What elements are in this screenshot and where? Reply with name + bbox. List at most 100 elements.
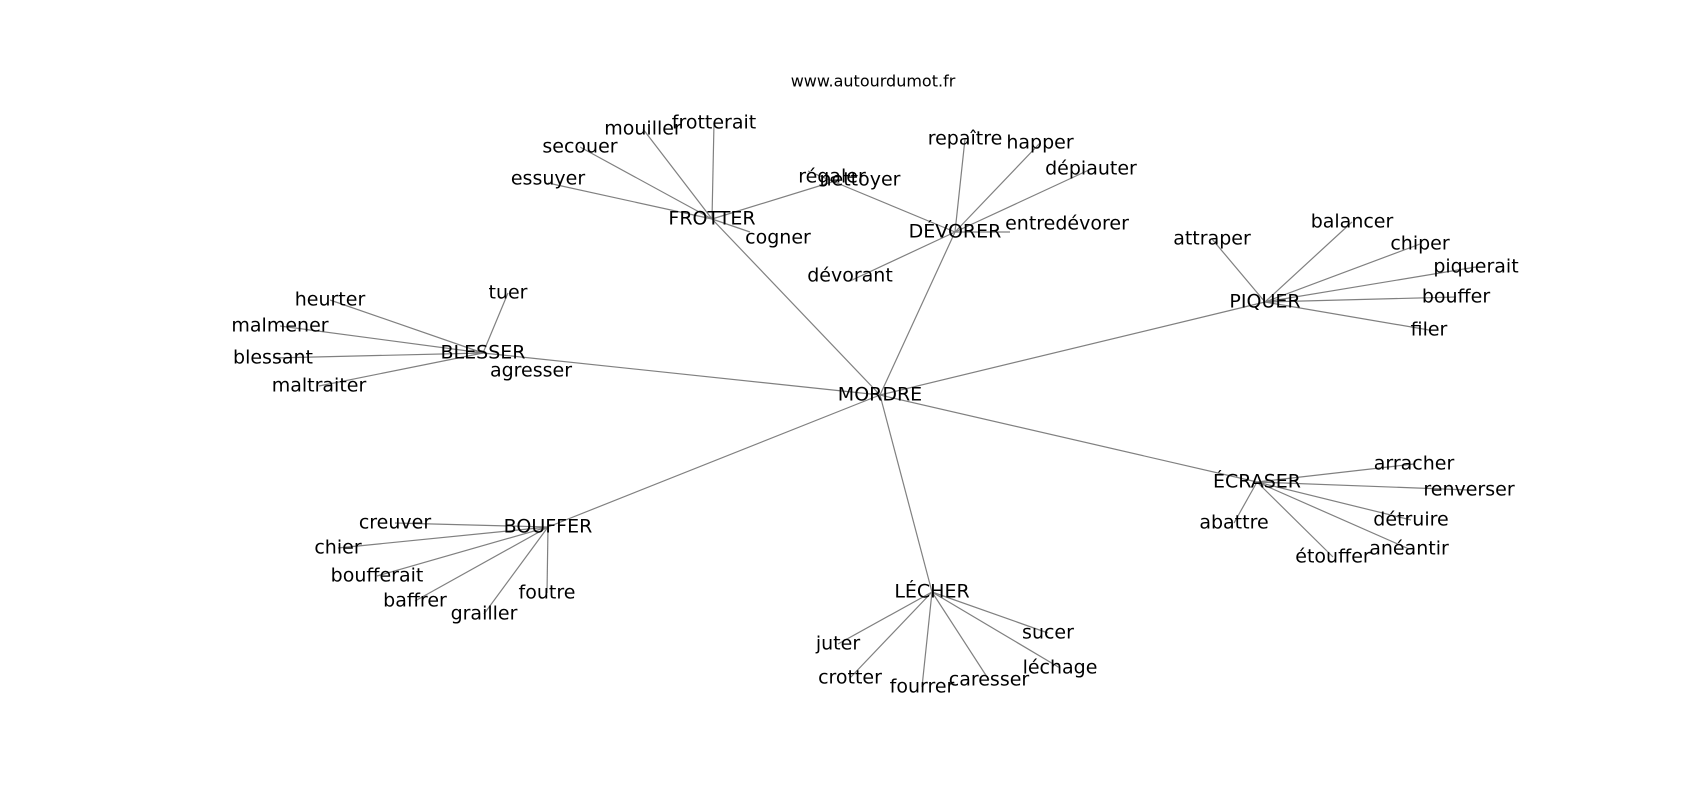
- edge-piquer-leaf-2: [1264, 243, 1421, 303]
- edge-piquer-leaf-0: [1211, 238, 1266, 303]
- leaf-node-piquer-0: attraper: [1173, 228, 1251, 250]
- edges-layer: [272, 122, 1477, 688]
- edge-piquer-leaf-1: [1264, 221, 1353, 303]
- leaf-node-ecraser-2: détruire: [1373, 509, 1448, 531]
- edge-blesser-leaf-4: [318, 352, 484, 387]
- leaf-node-bouffer-4: grailler: [451, 603, 518, 625]
- hub-node-blesser: BLESSER: [441, 342, 526, 364]
- source-url: www.autourdumot.fr: [791, 72, 956, 91]
- leaf-node-lecher-1: léchage: [1023, 657, 1098, 679]
- edge-frotter-leaf-1: [642, 128, 713, 220]
- leaf-node-lecher-4: crotter: [818, 667, 882, 689]
- leaf-node-bouffer-3: baffrer: [383, 590, 447, 612]
- leaf-node-frotter-4: régaler: [798, 166, 866, 188]
- leaf-node-blesser-3: blessant: [233, 347, 313, 369]
- edge-devorer-leaf-1: [954, 142, 1041, 233]
- edge-ecraser-leaf-0: [1256, 463, 1415, 483]
- edge-lecher-leaf-2: [931, 591, 990, 681]
- leaf-node-blesser-1: heurter: [295, 289, 366, 311]
- edge-lecher-leaf-3: [921, 591, 933, 688]
- edge-center-devorer: [879, 231, 956, 396]
- leaf-node-frotter-2: secouer: [542, 136, 617, 158]
- edge-bouffer-leaf-3: [414, 526, 549, 602]
- edge-frotter-leaf-0: [711, 122, 715, 220]
- edge-ecraser-leaf-2: [1256, 481, 1412, 521]
- edge-blesser-leaf-1: [329, 299, 484, 354]
- leaf-node-devorer-2: dépiauter: [1045, 158, 1137, 180]
- leaf-node-bouffer-2: boufferait: [331, 565, 424, 587]
- edge-lecher-leaf-1: [931, 591, 1061, 669]
- leaf-node-devorer-3: entredévorer: [1005, 213, 1129, 235]
- edge-bouffer-leaf-4: [483, 526, 549, 615]
- leaf-node-blesser-2: malmener: [231, 315, 328, 337]
- edge-frotter-leaf-5: [711, 218, 751, 233]
- hub-node-piquer: PIQUER: [1229, 291, 1300, 313]
- center-node-label: MORDRE: [838, 384, 922, 406]
- hub-node-bouffer: BOUFFER: [504, 516, 593, 538]
- edge-piquer-leaf-5: [1264, 301, 1430, 331]
- leaf-node-ecraser-5: abattre: [1199, 512, 1268, 534]
- edge-bouffer-leaf-0: [394, 522, 549, 528]
- leaf-node-blesser-0: tuer: [489, 282, 528, 304]
- leaf-node-frotter-1: mouiller: [604, 118, 682, 140]
- leaf-node-piquer-5: filer: [1411, 319, 1448, 341]
- edge-center-lecher: [879, 394, 933, 593]
- edge-bouffer-leaf-1: [337, 526, 549, 549]
- leaf-node-frotter-0: frotterait: [672, 112, 756, 134]
- edge-ecraser-leaf-3: [1256, 481, 1410, 550]
- hub-node-frotter: FROTTER: [668, 208, 755, 230]
- leaf-node-ecraser-4: étouffer: [1295, 546, 1371, 568]
- leaf-node-bouffer-0: creuver: [359, 512, 432, 534]
- leaf-node-frotter-5: cogner: [745, 227, 811, 249]
- edge-center-frotter: [711, 218, 881, 396]
- edge-ecraser-leaf-4: [1256, 481, 1334, 558]
- leaf-node-devorer-4: nettoyer: [819, 169, 900, 191]
- edge-frotter-leaf-2: [579, 146, 713, 220]
- leaf-node-bouffer-5: foutre: [519, 582, 576, 604]
- edge-frotter-leaf-4: [711, 181, 833, 220]
- edge-center-blesser: [482, 352, 881, 396]
- leaf-node-frotter-3: essuyer: [511, 168, 585, 190]
- edge-devorer-leaf-5: [849, 231, 956, 282]
- leaf-node-piquer-1: balancer: [1311, 211, 1394, 233]
- hub-node-ecraser: ÉCRASER: [1213, 470, 1301, 493]
- leaf-node-ecraser-0: arracher: [1374, 453, 1455, 475]
- edge-piquer-leaf-4: [1264, 296, 1457, 303]
- leaf-node-devorer-5: dévorant: [807, 265, 893, 287]
- edge-devorer-leaf-4: [807, 170, 956, 233]
- edge-lecher-leaf-0: [931, 591, 1049, 634]
- edge-bouffer-leaf-2: [376, 526, 549, 577]
- edge-center-bouffer: [547, 394, 881, 528]
- leaf-node-piquer-3: piquerait: [1433, 256, 1518, 278]
- edge-ecraser-leaf-1: [1256, 481, 1470, 491]
- edge-lecher-leaf-5: [837, 591, 933, 645]
- edge-piquer-leaf-3: [1264, 266, 1477, 303]
- leaf-node-ecraser-1: renverser: [1423, 479, 1514, 501]
- edge-blesser-leaf-3: [272, 352, 484, 359]
- leaf-node-devorer-1: happer: [1006, 132, 1073, 154]
- edge-ecraser-leaf-5: [1233, 481, 1258, 524]
- edge-devorer-leaf-0: [954, 138, 966, 233]
- leaf-node-ecraser-3: anéantir: [1369, 538, 1449, 560]
- hub-node-lecher: LÉCHER: [894, 580, 969, 603]
- leaf-node-piquer-4: bouffer: [1422, 286, 1491, 308]
- hub-node-devorer: DÉVORER: [909, 220, 1002, 243]
- edge-frotter-leaf-3: [547, 182, 713, 220]
- leaf-node-bouffer-1: chier: [314, 537, 361, 559]
- edge-lecher-leaf-4: [849, 591, 933, 679]
- edge-devorer-leaf-2: [954, 168, 1092, 233]
- leaf-node-lecher-0: sucer: [1022, 622, 1074, 644]
- edge-bouffer-leaf-5: [546, 526, 549, 594]
- leaf-node-devorer-0: repaître: [928, 128, 1003, 150]
- leaf-node-blesser-5: agresser: [490, 360, 572, 382]
- leaf-node-lecher-3: fourrer: [890, 676, 955, 698]
- edge-center-ecraser: [879, 394, 1258, 483]
- leaf-node-piquer-2: chiper: [1390, 233, 1450, 255]
- leaf-node-lecher-2: caresser: [949, 669, 1030, 691]
- leaf-node-lecher-5: juter: [815, 633, 860, 655]
- edge-blesser-leaf-0: [482, 292, 509, 354]
- edge-blesser-leaf-2: [279, 325, 484, 354]
- leaf-node-blesser-4: maltraiter: [272, 375, 367, 397]
